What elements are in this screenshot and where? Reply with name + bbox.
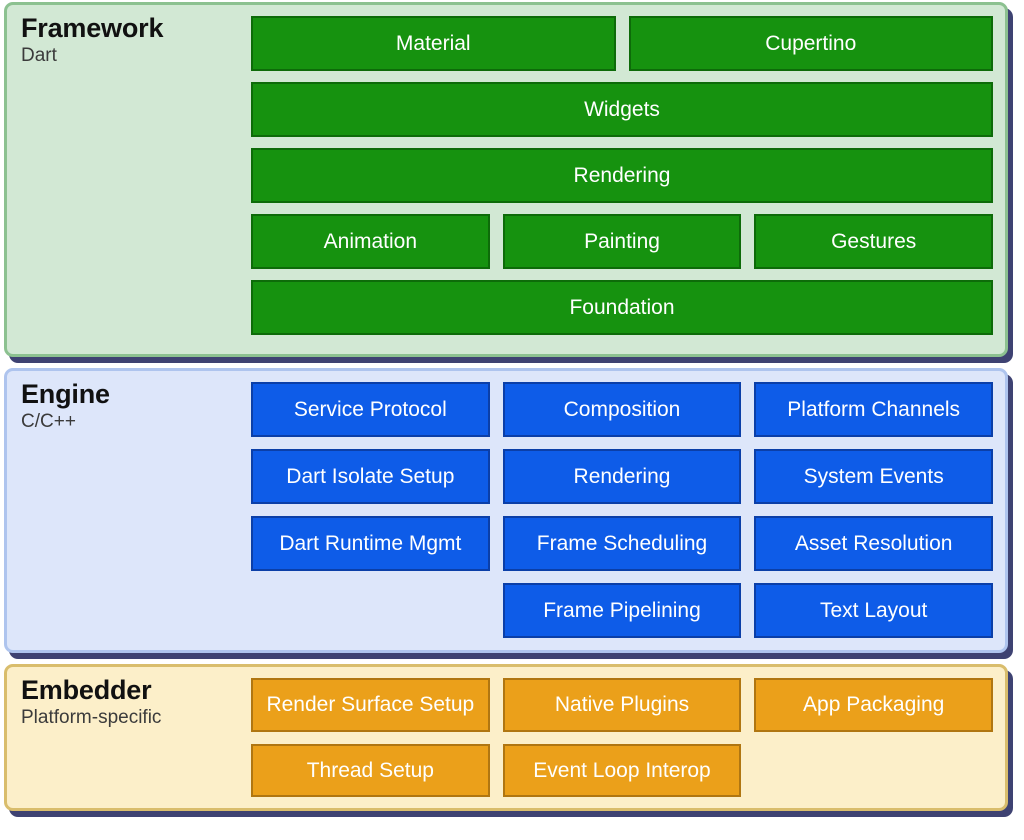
layer-framework-label: Framework Dart [7, 5, 251, 354]
box-event-loop-interop[interactable]: Event Loop Interop [502, 743, 742, 797]
framework-row-5: Foundation [251, 280, 993, 335]
box-thread-setup[interactable]: Thread Setup [251, 743, 490, 797]
engine-row-3: Dart Runtime Mgmt Frame Scheduling Asset… [251, 516, 994, 571]
layer-engine-label: Engine C/C++ [7, 371, 251, 650]
engine-row-4-spacer [251, 583, 490, 638]
layer-embedder-subtitle: Platform-specific [21, 707, 162, 729]
framework-row-2: Widgets [251, 82, 993, 137]
box-widgets[interactable]: Widgets [251, 82, 993, 137]
engine-row-2: Dart Isolate Setup Rendering System Even… [251, 449, 994, 504]
box-material[interactable]: Material [251, 16, 616, 71]
box-native-plugins[interactable]: Native Plugins [502, 678, 742, 732]
box-render-surface-setup[interactable]: Render Surface Setup [251, 678, 490, 732]
framework-row-1: Material Cupertino [251, 16, 993, 71]
box-frame-scheduling[interactable]: Frame Scheduling [502, 516, 742, 571]
box-frame-pipelining[interactable]: Frame Pipelining [502, 583, 742, 638]
engine-row-4: Frame Pipelining Text Layout [251, 583, 994, 638]
embedder-row-2-spacer [754, 744, 993, 798]
layer-engine-title: Engine [21, 379, 110, 409]
framework-row-4: Animation Painting Gestures [251, 214, 994, 269]
layer-embedder: Embedder Platform-specific Render Surfac… [4, 664, 1008, 811]
embedder-row-2: Thread Setup Event Loop Interop [251, 743, 993, 798]
box-painting[interactable]: Painting [502, 214, 742, 269]
layer-embedder-grid: Render Surface Setup Native Plugins App … [251, 667, 1005, 808]
box-text-layout[interactable]: Text Layout [754, 583, 994, 638]
box-asset-resolution[interactable]: Asset Resolution [754, 516, 994, 571]
layer-engine-grid: Service Protocol Composition Platform Ch… [251, 371, 1005, 650]
framework-row-3: Rendering [251, 148, 993, 203]
box-foundation[interactable]: Foundation [251, 280, 993, 335]
layer-embedder-label: Embedder Platform-specific [7, 667, 251, 808]
layer-embedder-title: Embedder [21, 675, 152, 705]
box-service-protocol[interactable]: Service Protocol [251, 382, 490, 437]
layer-engine: Engine C/C++ Service Protocol Compositio… [4, 368, 1008, 653]
box-app-packaging[interactable]: App Packaging [754, 678, 994, 732]
box-gestures[interactable]: Gestures [754, 214, 994, 269]
box-rendering-framework[interactable]: Rendering [251, 148, 993, 203]
layer-framework-grid: Material Cupertino Widgets Rendering Ani… [251, 5, 1005, 354]
engine-row-1: Service Protocol Composition Platform Ch… [251, 382, 994, 437]
box-platform-channels[interactable]: Platform Channels [754, 382, 994, 437]
box-composition[interactable]: Composition [502, 382, 742, 437]
box-dart-runtime-mgmt[interactable]: Dart Runtime Mgmt [251, 516, 490, 571]
layer-framework-title: Framework [21, 13, 164, 43]
box-rendering-engine[interactable]: Rendering [502, 449, 742, 504]
box-animation[interactable]: Animation [251, 214, 490, 269]
box-cupertino[interactable]: Cupertino [628, 16, 993, 71]
layer-framework-subtitle: Dart [21, 45, 57, 67]
embedder-row-1: Render Surface Setup Native Plugins App … [251, 678, 994, 732]
box-system-events[interactable]: System Events [754, 449, 994, 504]
layer-engine-subtitle: C/C++ [21, 411, 76, 433]
box-dart-isolate-setup[interactable]: Dart Isolate Setup [251, 449, 490, 504]
layer-framework: Framework Dart Material Cupertino Widget… [4, 2, 1008, 357]
